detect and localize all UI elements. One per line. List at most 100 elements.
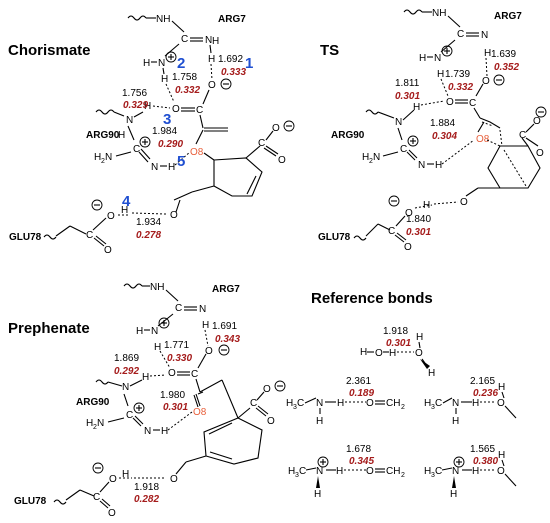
- svg-text:C: C: [400, 144, 407, 155]
- svg-text:2: 2: [369, 158, 373, 165]
- panel-chorismate: Chorismate NH C N H N H H ARG7 H N: [8, 14, 295, 256]
- svg-text:H: H: [168, 162, 175, 173]
- svg-text:0.282: 0.282: [134, 494, 159, 505]
- svg-text:C: C: [457, 29, 464, 40]
- svg-text:H: H: [498, 382, 505, 393]
- svg-text:H: H: [122, 469, 129, 480]
- svg-text:C: C: [388, 226, 395, 237]
- svg-text:H: H: [94, 152, 101, 163]
- svg-text:0.352: 0.352: [494, 62, 519, 73]
- svg-text:O: O: [415, 348, 423, 359]
- svg-text:H: H: [413, 102, 420, 113]
- svg-text:NH: NH: [150, 282, 164, 293]
- svg-text:0.292: 0.292: [114, 366, 139, 377]
- svg-text:N: N: [395, 117, 402, 128]
- svg-text:H: H: [86, 418, 93, 429]
- svg-text:H: H: [472, 466, 479, 477]
- svg-text:3: 3: [293, 404, 297, 411]
- prephenate-title: Prephenate: [8, 320, 90, 337]
- svg-text:C: C: [519, 130, 526, 141]
- svg-text:O: O: [272, 123, 280, 134]
- svg-text:N: N: [316, 466, 323, 477]
- svg-text:1.691: 1.691: [212, 321, 237, 332]
- svg-text:0.345: 0.345: [349, 456, 374, 467]
- svg-text:C: C: [191, 369, 198, 380]
- svg-text:O: O: [375, 348, 383, 359]
- svg-text:H: H: [161, 74, 168, 85]
- ref-water-dimer: 1.918 0.301 H O H O H H: [360, 326, 435, 379]
- svg-text:3: 3: [431, 472, 435, 479]
- svg-text:H: H: [337, 398, 344, 409]
- ts-glu78-label: GLU78: [318, 232, 351, 243]
- svg-text:H: H: [389, 348, 396, 359]
- svg-text:O: O: [109, 474, 117, 485]
- svg-text:C: C: [258, 138, 265, 149]
- svg-text:NH: NH: [156, 14, 170, 25]
- svg-text:0.301: 0.301: [386, 338, 411, 349]
- svg-text:1.758: 1.758: [172, 72, 197, 83]
- svg-text:N: N: [481, 30, 488, 41]
- svg-text:H: H: [208, 54, 215, 65]
- svg-text:C: C: [299, 466, 306, 477]
- svg-text:O: O: [104, 245, 112, 256]
- svg-text:C: C: [133, 144, 140, 155]
- svg-text:H: H: [121, 205, 128, 216]
- ts-o8: O8: [476, 134, 490, 145]
- svg-text:H: H: [336, 466, 343, 477]
- svg-text:C: C: [175, 303, 182, 314]
- svg-text:0.236: 0.236: [473, 388, 498, 399]
- svg-text:C: C: [181, 34, 188, 45]
- index-2: 2: [177, 55, 185, 72]
- prephenate-o8: O8: [193, 407, 207, 418]
- svg-text:H: H: [419, 53, 426, 64]
- svg-text:C: C: [126, 410, 133, 421]
- svg-text:C: C: [297, 398, 304, 409]
- svg-text:1.984: 1.984: [152, 126, 177, 137]
- svg-text:N: N: [151, 162, 158, 173]
- svg-text:H: H: [316, 416, 323, 427]
- svg-text:O: O: [536, 148, 544, 159]
- svg-text:1.692: 1.692: [218, 54, 243, 65]
- arg7-label: ARG7: [218, 14, 246, 25]
- glu78-carboxylate: GLU78 C O O H: [9, 199, 130, 256]
- ts-substrate: O C O O8 C O O O: [446, 74, 547, 208]
- index-4: 4: [122, 193, 131, 210]
- svg-text:N: N: [452, 466, 459, 477]
- svg-text:N: N: [105, 152, 112, 163]
- arg90-label: ARG90: [86, 130, 120, 141]
- svg-text:O: O: [278, 155, 286, 166]
- svg-text:C: C: [469, 98, 476, 109]
- svg-text:N: N: [158, 58, 165, 69]
- svg-text:N: N: [199, 304, 206, 315]
- svg-text:0.343: 0.343: [215, 334, 240, 345]
- svg-text:N: N: [452, 398, 459, 409]
- svg-text:H: H: [416, 332, 423, 343]
- svg-text:O: O: [263, 384, 271, 395]
- svg-text:1.918: 1.918: [383, 326, 408, 337]
- svg-text:N: N: [205, 35, 212, 46]
- svg-text:2: 2: [401, 404, 405, 411]
- prephenate-arg7-label: ARG7: [212, 284, 240, 295]
- svg-text:C: C: [435, 398, 442, 409]
- svg-text:O: O: [460, 197, 468, 208]
- svg-text:H: H: [362, 152, 369, 163]
- panel-prephenate: Prephenate NH C N H N H H ARG7 N H: [8, 282, 286, 519]
- svg-text:0.304: 0.304: [432, 131, 457, 142]
- svg-text:H: H: [484, 48, 491, 59]
- svg-text:NH: NH: [432, 8, 446, 19]
- svg-text:1.678: 1.678: [346, 444, 371, 455]
- arg7-guanidinium: NH C N H N H H ARG7 H: [127, 14, 246, 85]
- svg-text:O: O: [172, 104, 180, 115]
- svg-text:H: H: [118, 130, 125, 141]
- svg-text:1.639: 1.639: [491, 49, 516, 60]
- svg-text:H: H: [360, 347, 367, 358]
- svg-text:N: N: [144, 426, 151, 437]
- svg-text:O: O: [497, 466, 505, 477]
- svg-text:O: O: [405, 208, 413, 219]
- svg-text:H: H: [428, 368, 435, 379]
- svg-text:1.980: 1.980: [160, 390, 185, 401]
